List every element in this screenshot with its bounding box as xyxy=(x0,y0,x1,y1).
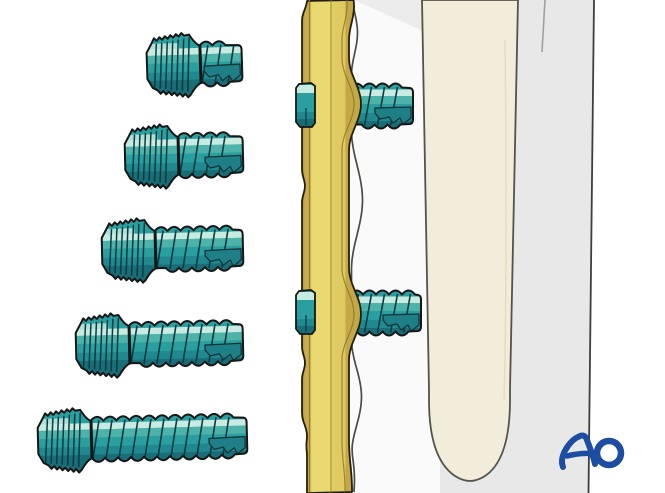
plate xyxy=(301,0,362,493)
free-screws xyxy=(36,32,249,474)
screw-head-1 xyxy=(295,82,316,128)
free-screw-5 xyxy=(36,407,249,474)
free-screw-1 xyxy=(145,32,244,99)
inserted-screw-2 xyxy=(349,289,422,337)
free-screw-3 xyxy=(100,217,245,284)
screw-head-2 xyxy=(295,289,316,335)
screw-heads-in-plate xyxy=(295,82,316,335)
ao-logo xyxy=(559,432,625,470)
free-screw-4 xyxy=(74,312,245,379)
free-screw-2 xyxy=(123,123,245,190)
prosthesis-stem xyxy=(421,0,519,482)
